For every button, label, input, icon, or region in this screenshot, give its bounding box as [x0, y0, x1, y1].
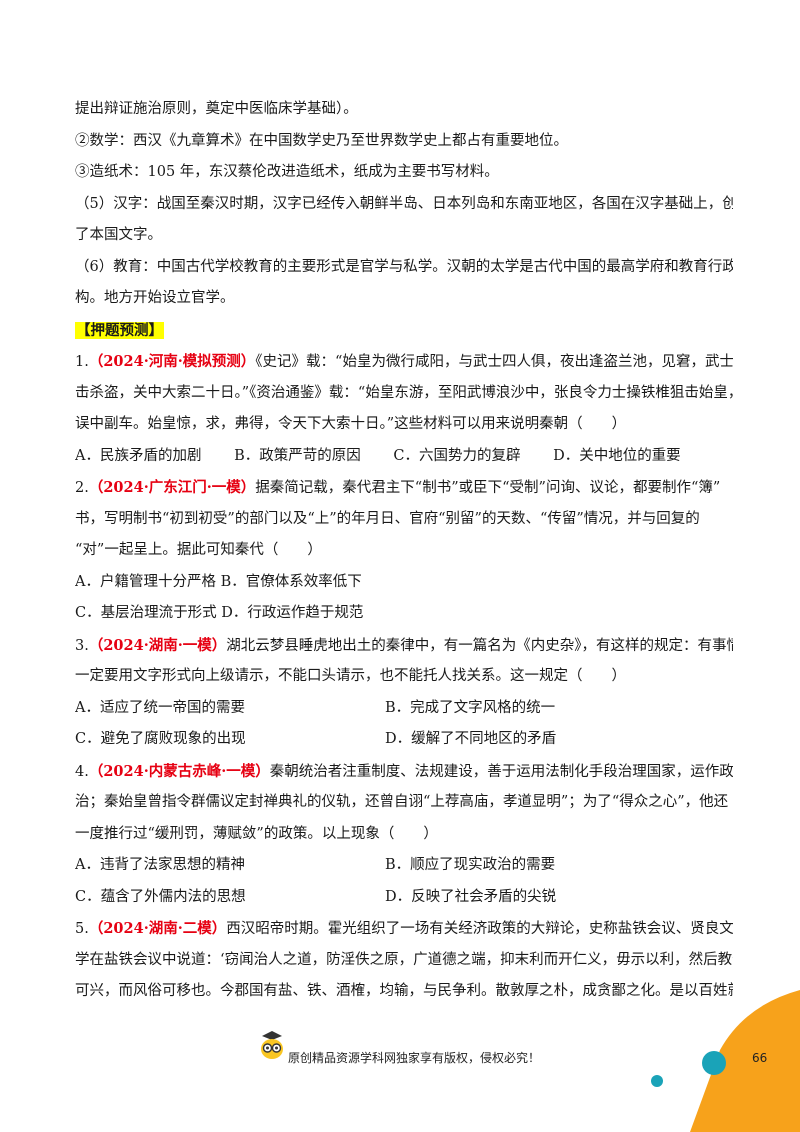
- question-4-options-row-2: C．蕴含了外儒内法的思想 D．反映了社会矛盾的尖锐: [75, 882, 733, 914]
- option-c: C．避免了腐败现象的出现: [75, 731, 246, 747]
- text-line: 提出辩证施治原则，奠定中医临床学基础）。: [75, 101, 358, 117]
- option-c: C．六国势力的复辟: [393, 447, 521, 464]
- option-b: B．完成了文字风格的统一: [385, 699, 556, 716]
- question-1-options: A．民族矛盾的加剧 B．政策严苛的原因 C．六国势力的复辟 D．关中地位的重要: [75, 441, 733, 473]
- text-line: 了本国文字。: [75, 227, 162, 243]
- question-5-line-1: 5.（2024·湖南·二模）西汉昭帝时期。霍光组织了一场有关经济政策的大辩论，史…: [75, 913, 733, 945]
- text-line: 构。地方开始设立官学。: [75, 290, 235, 306]
- option-c: C．基层治理流于形式: [75, 605, 217, 621]
- question-source: （2024·河南·模拟预测）: [88, 353, 256, 370]
- question-2-line-3: “对”一起呈上。据此可知秦代（ ）: [75, 542, 322, 558]
- question-3-line-1: 3.（2024·湖南·一模）湖北云梦县睡虎地出土的秦律中，有一篇名为《内史杂》，…: [75, 630, 733, 662]
- question-3-line-2: 一定要用文字形式向上级请示，不能口头请示，也不能托人找关系。这一规定（ ）: [75, 668, 626, 684]
- document-body: 提出辩证施治原则，奠定中医临床学基础）。 ②数学：西汉《九章算术》在中国数学史乃…: [75, 94, 733, 1008]
- question-4-options-row-1: A．违背了法家思想的精神 B．顺应了现实政治的需要: [75, 850, 733, 882]
- question-2-line-1: 2.（2024·广东江门·一模）据秦简记载，秦代君主下“制书”或臣下“受制”问询…: [75, 472, 733, 504]
- option-d: D．缓解了不同地区的矛盾: [385, 731, 557, 747]
- option-a: A．适应了统一帝国的需要: [75, 699, 245, 716]
- question-4-line-3: 一度推行过“缓刑罚，薄赋敛”的政策。以上现象（ ）: [75, 825, 438, 842]
- question-source: （2024·内蒙古赤峰·一模）: [88, 762, 270, 780]
- question-text: 西汉昭帝时期。霍光组织了一场有关经济政策的大辩论，史称盐铁会议、贤良文: [226, 921, 733, 937]
- section-heading-row: 【押题预测】: [75, 315, 733, 347]
- question-2-options-row-2: C．基层治理流于形式 D．行政运作趋于规范: [75, 598, 733, 630]
- question-source: （2024·湖南·二模）: [88, 920, 227, 937]
- question-4-line-2: 治；秦始皇曾指令群儒议定封禅典礼的仪轨，还曾自诩“上荐高庙，孝道显明”；为了“得…: [75, 794, 729, 810]
- question-5-line-2: 学在盐铁会议中说道：‘窃闻治人之道，防淫佚之原，广道德之端，抑末利而开仁义，毋示…: [75, 951, 733, 968]
- question-1-line-2: 击杀盗，关中大索二十日。”《资治通鉴》载：“始皇东游，至阳武博浪沙中，张良令力士…: [75, 384, 733, 401]
- option-a: A．户籍管理十分严格: [75, 573, 216, 590]
- question-source: （2024·广东江门·一模）: [88, 479, 256, 496]
- option-d: D．行政运作趋于规范: [221, 605, 364, 621]
- text-line: （5）汉字：战国至秦汉时期，汉字已经传入朝鲜半岛、日本列岛和东南亚地区，各国在汉…: [75, 195, 733, 212]
- section-heading: 【押题预测】: [75, 321, 164, 339]
- text-line: ②数学：西汉《九章算术》在中国数学史乃至世界数学史上都占有重要地位。: [75, 132, 568, 149]
- question-text: 湖北云梦县睡虎地出土的秦律中，有一篇名为《内史杂》，有这样的规定：有事情: [226, 637, 733, 654]
- question-number: 2.: [75, 480, 89, 496]
- question-number: 3.: [75, 637, 89, 654]
- question-3-options-row-1: A．适应了统一帝国的需要 B．完成了文字风格的统一: [75, 693, 733, 725]
- option-a: A．民族矛盾的加剧: [75, 447, 202, 464]
- copyright-notice: 原创精品资源学科网独家享有版权，侵权必究！: [288, 1051, 541, 1065]
- question-5-line-3: 可兴，而风俗可移也。今郡国有盐、铁、酒榷，均输，与民争利。散敦厚之朴，成贪鄙之化…: [75, 983, 733, 999]
- question-text: 秦朝统治者注重制度、法规建设，善于运用法制化手段治理国家，运作政: [269, 763, 733, 780]
- option-b: B．顺应了现实政治的需要: [385, 857, 556, 873]
- option-c: C．蕴含了外儒内法的思想: [75, 888, 246, 905]
- option-d: D．关中地位的重要: [553, 447, 681, 464]
- question-1-line-3: 误中副车。始皇惊，求，弗得，令天下大索十日。”这些材料可以用来说明秦朝（ ）: [75, 416, 627, 432]
- question-2-line-2: 书，写明制书“初到初受”的部门以及“上”的年月日、官府“别留”的天数、“传留”情…: [75, 510, 700, 527]
- option-a: A．违背了法家思想的精神: [75, 857, 245, 873]
- option-d: D．反映了社会矛盾的尖锐: [385, 888, 557, 905]
- page-number: 66: [752, 1051, 768, 1065]
- question-number: 4.: [75, 763, 89, 780]
- mascot-icon: [261, 1031, 283, 1059]
- question-1-line-1: 1.（2024·河南·模拟预测）《史记》载：“始皇为微行咸阳，与武士四人俱，夜出…: [75, 346, 733, 378]
- question-2-options-row-1: A．户籍管理十分严格 B．官僚体系效率低下: [75, 567, 733, 599]
- teal-dot-small: [651, 1075, 663, 1087]
- option-b: B．政策严苛的原因: [234, 447, 361, 464]
- question-number: 1.: [75, 354, 89, 370]
- question-4-line-1: 4.（2024·内蒙古赤峰·一模）秦朝统治者注重制度、法规建设，善于运用法制化手…: [75, 756, 733, 788]
- question-3-options-row-2: C．避免了腐败现象的出现 D．缓解了不同地区的矛盾: [75, 724, 733, 756]
- orange-corner-shape: [690, 990, 800, 1132]
- teal-dot-large: [702, 1051, 726, 1075]
- text-line: ③造纸术：105 年，东汉蔡伦改进造纸术，纸成为主要书写材料。: [75, 164, 499, 180]
- text-line: （6）教育：中国古代学校教育的主要形式是官学与私学。汉朝的太学是古代中国的最高学…: [75, 258, 733, 275]
- question-source: （2024·湖南·一模）: [88, 636, 227, 654]
- question-number: 5.: [75, 921, 89, 937]
- option-b: B．官僚体系效率低下: [220, 573, 362, 590]
- question-text: 据秦简记载，秦代君主下“制书”或臣下“受制”问询、议论，都要制作“簿”: [255, 480, 721, 496]
- question-text: 《史记》载：“始皇为微行咸阳，与武士四人俱，夜出逢盗兰池，见窘，武士: [255, 354, 733, 370]
